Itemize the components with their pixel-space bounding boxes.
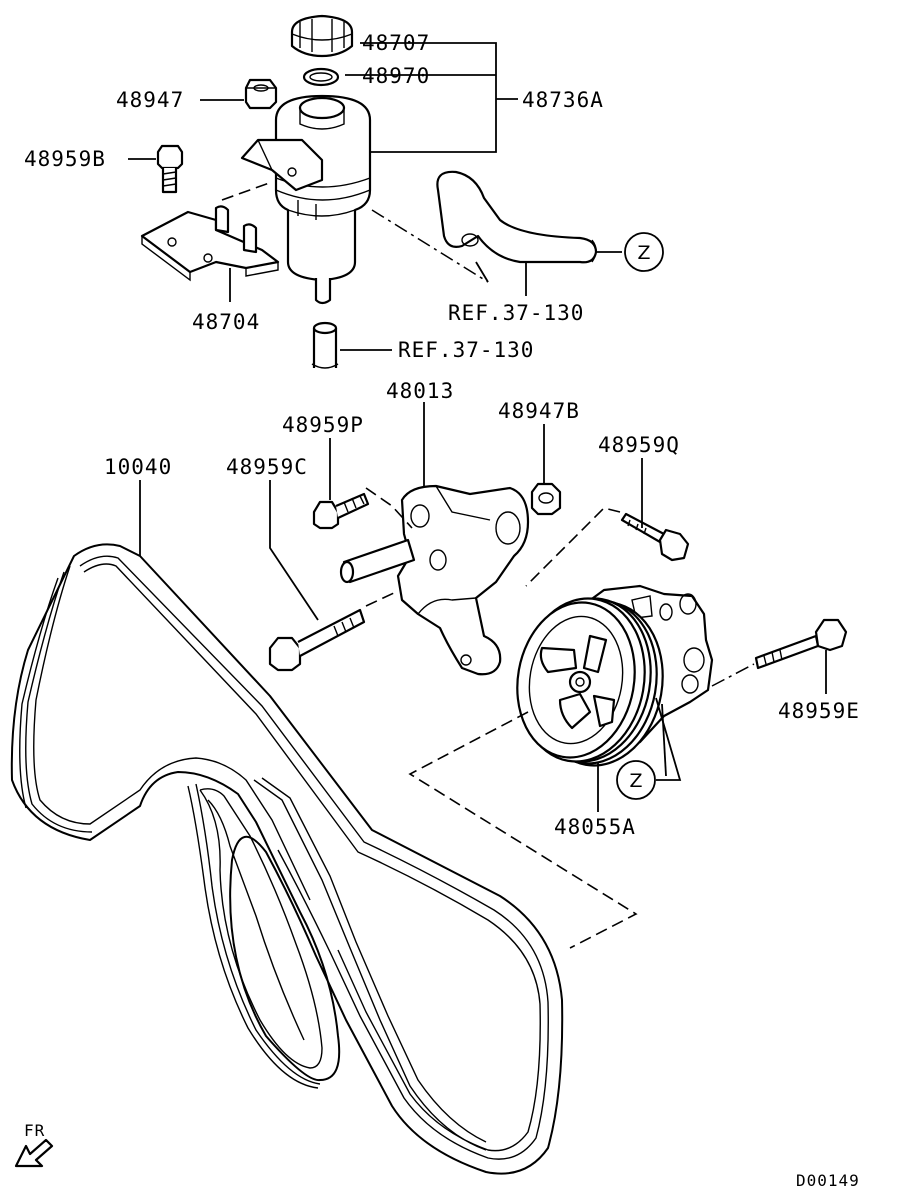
label-o-ring: 48970 <box>362 64 430 88</box>
bolt-e[interactable] <box>754 618 848 670</box>
assembly-line-1 <box>221 181 273 201</box>
label-bracket: 48704 <box>192 310 260 334</box>
center-line-bolt-e <box>711 663 755 687</box>
assembly-line-belt <box>408 711 638 949</box>
label-bolt-q: 48959Q <box>598 433 680 457</box>
reservoir-cap[interactable] <box>290 14 354 58</box>
o-ring[interactable] <box>302 67 340 87</box>
label-bolt-bracket: 48959B <box>24 147 106 171</box>
label-cap: 48707 <box>362 31 430 55</box>
label-reservoir-assy: 48736A <box>522 88 604 112</box>
label-nut-pump-bracket: 48947B <box>498 399 580 423</box>
return-hose[interactable] <box>436 170 598 264</box>
leader-assy <box>360 42 497 153</box>
reservoir-tank[interactable] <box>240 94 372 305</box>
z-marker-top[interactable]: Z <box>624 232 664 272</box>
leader-z-bottom-2 <box>661 703 667 777</box>
assembly-line-q <box>525 507 621 587</box>
leader-hose-arrow <box>475 261 489 283</box>
z-marker-bottom-label: Z <box>629 770 642 792</box>
assembly-line-p <box>365 487 413 529</box>
assembly-line-c <box>365 591 397 607</box>
leader-bolt-c <box>269 480 319 621</box>
label-pump: 48055A <box>554 815 636 839</box>
feed-pipe[interactable] <box>311 321 339 369</box>
drive-belt[interactable] <box>10 543 564 1175</box>
nut-pump-bracket[interactable] <box>530 482 562 516</box>
label-bolt-c: 48959C <box>226 455 308 479</box>
z-marker-top-label: Z <box>637 242 650 264</box>
drawing-code: D00149 <box>796 1171 860 1187</box>
label-belt: 10040 <box>104 455 172 479</box>
label-nut-reservoir: 48947 <box>116 88 184 112</box>
label-bolt-p: 48959P <box>282 413 364 437</box>
front-indicator: FR <box>14 1121 54 1168</box>
bolt-c[interactable] <box>268 608 366 672</box>
label-pump-bracket: 48013 <box>386 379 454 403</box>
label-ref-hose: REF.37-130 <box>448 301 584 325</box>
front-indicator-label: FR <box>24 1121 45 1140</box>
bolt-q[interactable] <box>620 512 690 562</box>
label-ref-pipe: REF.37-130 <box>398 338 534 362</box>
center-line-hose <box>371 209 489 283</box>
arrow-down-left-icon <box>14 1138 54 1168</box>
reservoir-bracket[interactable] <box>140 205 280 282</box>
power-steering-pump[interactable] <box>505 584 714 776</box>
z-marker-bottom[interactable]: Z <box>616 760 656 800</box>
label-bolt-e: 48959E <box>778 699 860 723</box>
bolt-p[interactable] <box>312 492 370 530</box>
bolt-bracket[interactable] <box>156 144 184 194</box>
nut-reservoir[interactable] <box>244 78 278 110</box>
pump-bracket[interactable] <box>339 484 530 676</box>
